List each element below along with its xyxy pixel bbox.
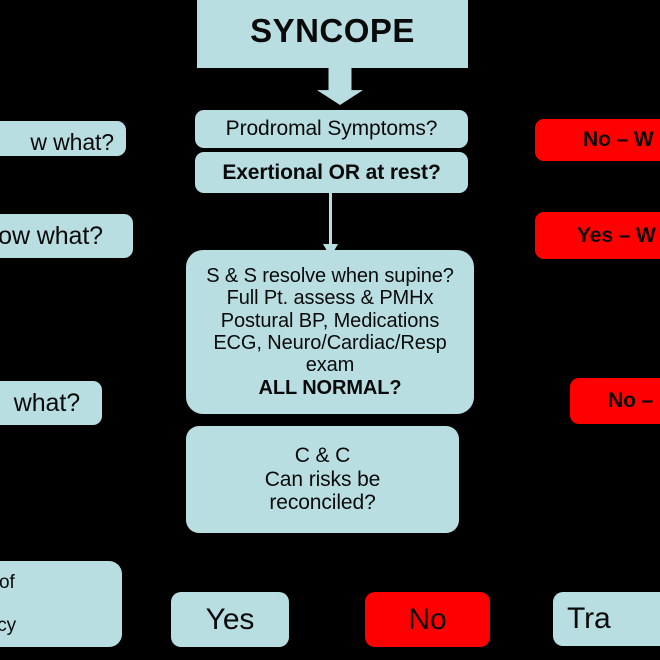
right-no-1-label: No – W — [583, 128, 654, 152]
assessment-all-normal: ALL NORMAL? — [258, 376, 402, 399]
cc-line-2: Can risks be — [264, 467, 381, 491]
left-investigation-line-3: ypharmacy — [0, 614, 17, 636]
node-left-now-what-3[interactable]: what? — [0, 381, 102, 425]
assessment-line-1: S & S resolve when supine? — [206, 264, 454, 287]
left-now-what-1-label: w what? — [30, 129, 114, 156]
node-right-no-1[interactable]: No – W — [535, 119, 660, 161]
node-left-now-what-1[interactable]: w what? — [0, 121, 126, 156]
left-investigation-line-1: stigation of — [0, 572, 15, 594]
arrow-syncope-to-prodromal — [317, 66, 363, 105]
bottom-transfer-label: Tra — [567, 602, 611, 636]
node-bottom-transfer[interactable]: Tra — [553, 592, 660, 646]
assessment-line-4: ECG, Neuro/Cardiac/Resp — [213, 332, 447, 354]
assessment-line-3: Postural BP, Medications — [220, 309, 440, 332]
node-syncope-label: SYNCOPE — [250, 11, 415, 49]
cc-line-3: reconciled? — [269, 491, 376, 515]
bottom-no-label: No — [408, 602, 447, 636]
node-left-investigation[interactable]: stigation of ostural ypharmacy — [0, 561, 122, 647]
node-assessment[interactable]: S & S resolve when supine? Full Pt. asse… — [186, 250, 474, 414]
node-concerns-and-risks[interactable]: C & C Can risks be reconciled? — [186, 426, 459, 533]
node-exertional-or-at-rest[interactable]: Exertional OR at rest? — [195, 152, 468, 193]
connector-line-vertical — [329, 193, 332, 249]
node-prodromal-symptoms[interactable]: Prodromal Symptoms? — [195, 110, 468, 148]
bottom-yes-label: Yes — [205, 602, 255, 636]
right-yes-1-label: Yes – W — [577, 223, 656, 247]
left-now-what-3-label: what? — [13, 389, 80, 417]
assessment-line-5: exam — [305, 354, 355, 377]
cc-line-1: C & C — [294, 444, 351, 468]
left-now-what-2-label: ow what? — [0, 222, 103, 250]
node-left-now-what-2[interactable]: ow what? — [0, 214, 133, 258]
node-right-no-2[interactable]: No – — [570, 378, 660, 424]
node-bottom-yes[interactable]: Yes — [171, 592, 289, 647]
node-exertional-label: Exertional OR at rest? — [222, 160, 441, 184]
node-bottom-no[interactable]: No — [365, 592, 490, 647]
assessment-line-2: Full Pt. assess & PMHx — [226, 287, 434, 310]
node-prodromal-label: Prodromal Symptoms? — [225, 117, 438, 141]
node-syncope[interactable]: SYNCOPE — [197, 0, 468, 68]
node-right-yes-1[interactable]: Yes – W — [535, 212, 660, 259]
right-no-2-label: No – — [608, 389, 654, 413]
